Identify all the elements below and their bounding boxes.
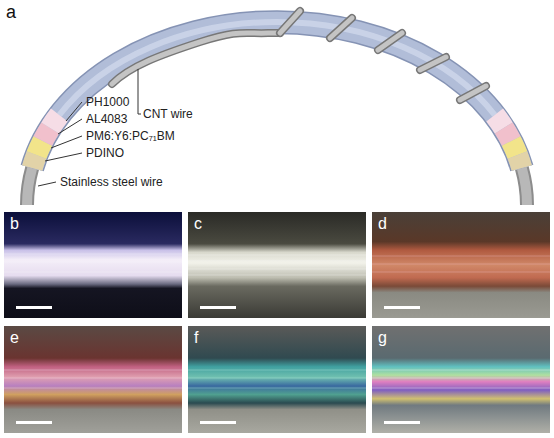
panel-letter: c bbox=[194, 216, 202, 232]
layer-label: PDINO bbox=[86, 147, 124, 159]
micrograph bbox=[188, 326, 366, 433]
part-label: Stainless steel wire bbox=[60, 176, 163, 188]
micrograph bbox=[188, 212, 366, 318]
layer-label: AL4083 bbox=[86, 113, 127, 125]
micrograph bbox=[4, 212, 182, 318]
panel-letter: f bbox=[194, 330, 198, 346]
panel-letter: e bbox=[10, 330, 19, 346]
micrograph bbox=[372, 326, 550, 433]
layer-label: PH1000 bbox=[86, 96, 129, 108]
part-label: CNT wire bbox=[143, 108, 193, 120]
panel-letter: g bbox=[378, 330, 387, 346]
panel-letter: d bbox=[378, 216, 387, 232]
layer-label: PM6:Y6:PC₇₁BM bbox=[86, 130, 175, 142]
panel-letter: a bbox=[6, 3, 16, 21]
fiber-device bbox=[27, 22, 527, 205]
micrograph bbox=[372, 212, 550, 318]
cnt-wire bbox=[112, 11, 486, 100]
panel-letter: b bbox=[10, 216, 19, 232]
leader-lines bbox=[38, 69, 141, 186]
micrograph bbox=[4, 326, 182, 433]
